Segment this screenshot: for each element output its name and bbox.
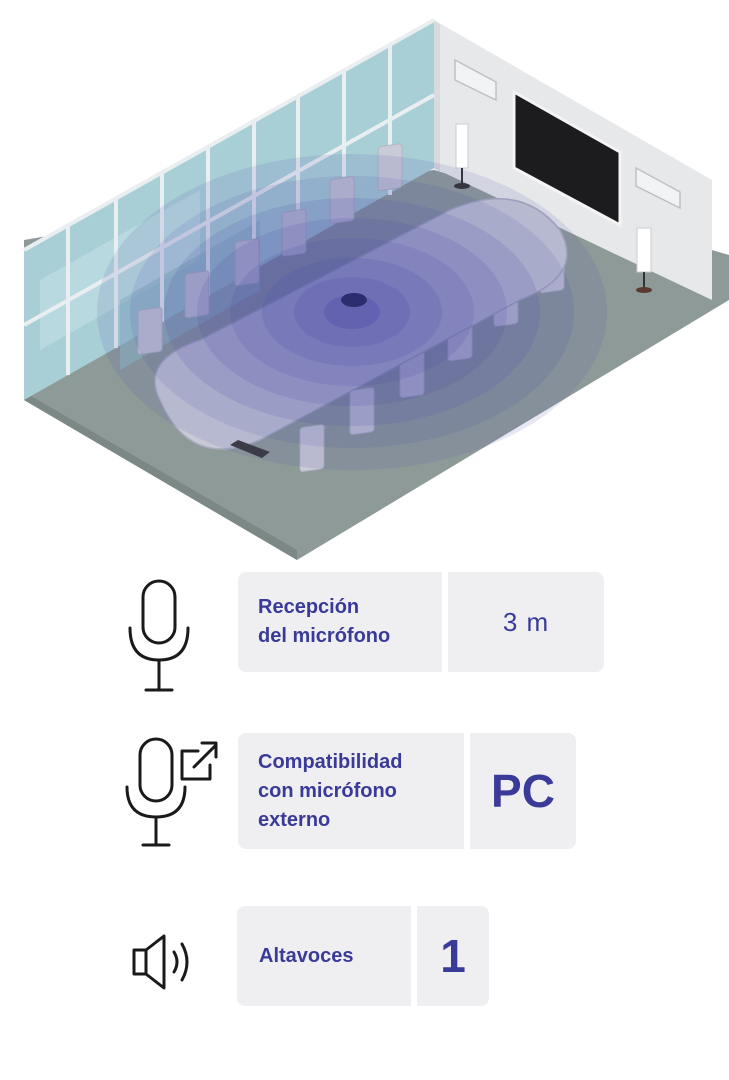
- table-base: [230, 440, 270, 458]
- floor-speaker: [454, 123, 470, 189]
- ac-unit: [454, 58, 497, 102]
- spec-value: PC: [491, 765, 555, 817]
- spec-microphone-pickup: Recepción del micrófono 3 m: [0, 572, 729, 692]
- window-mullions: [23, 18, 435, 375]
- wall-display: [512, 89, 622, 228]
- ac-unit: [635, 166, 681, 210]
- spec-label: Recepción del micrófono: [258, 596, 391, 647]
- external-microphone-icon: [125, 737, 218, 847]
- microphone-pickup-zone: [97, 154, 607, 470]
- speakerphone-device: [341, 293, 367, 307]
- conference-room-illustration: [23, 18, 729, 560]
- spec-card: Compatibilidad con micrófono externo PC: [238, 733, 576, 849]
- spec-card: Recepción del micrófono 3 m: [238, 572, 604, 672]
- spec-divider: [411, 906, 417, 1006]
- spec-external-microphone: Compatibilidad con micrófono externo PC: [0, 733, 729, 849]
- spec-divider: [442, 572, 448, 672]
- microphone-icon: [128, 579, 190, 692]
- floor-edge: [24, 392, 297, 560]
- spec-value: 1: [440, 930, 466, 982]
- spec-speakers: Altavoces 1: [0, 906, 729, 1006]
- spec-value: 3 m: [502, 606, 550, 637]
- spec-divider: [464, 733, 470, 849]
- spec-label: Compatibilidad con micrófono externo: [258, 750, 403, 831]
- floor-speaker: [636, 227, 652, 293]
- speaker-icon: [132, 934, 189, 990]
- spec-card: Altavoces 1: [237, 906, 489, 1006]
- conference-table: [154, 198, 568, 450]
- wall-corner: [434, 20, 440, 172]
- spec-label: Altavoces: [259, 944, 354, 967]
